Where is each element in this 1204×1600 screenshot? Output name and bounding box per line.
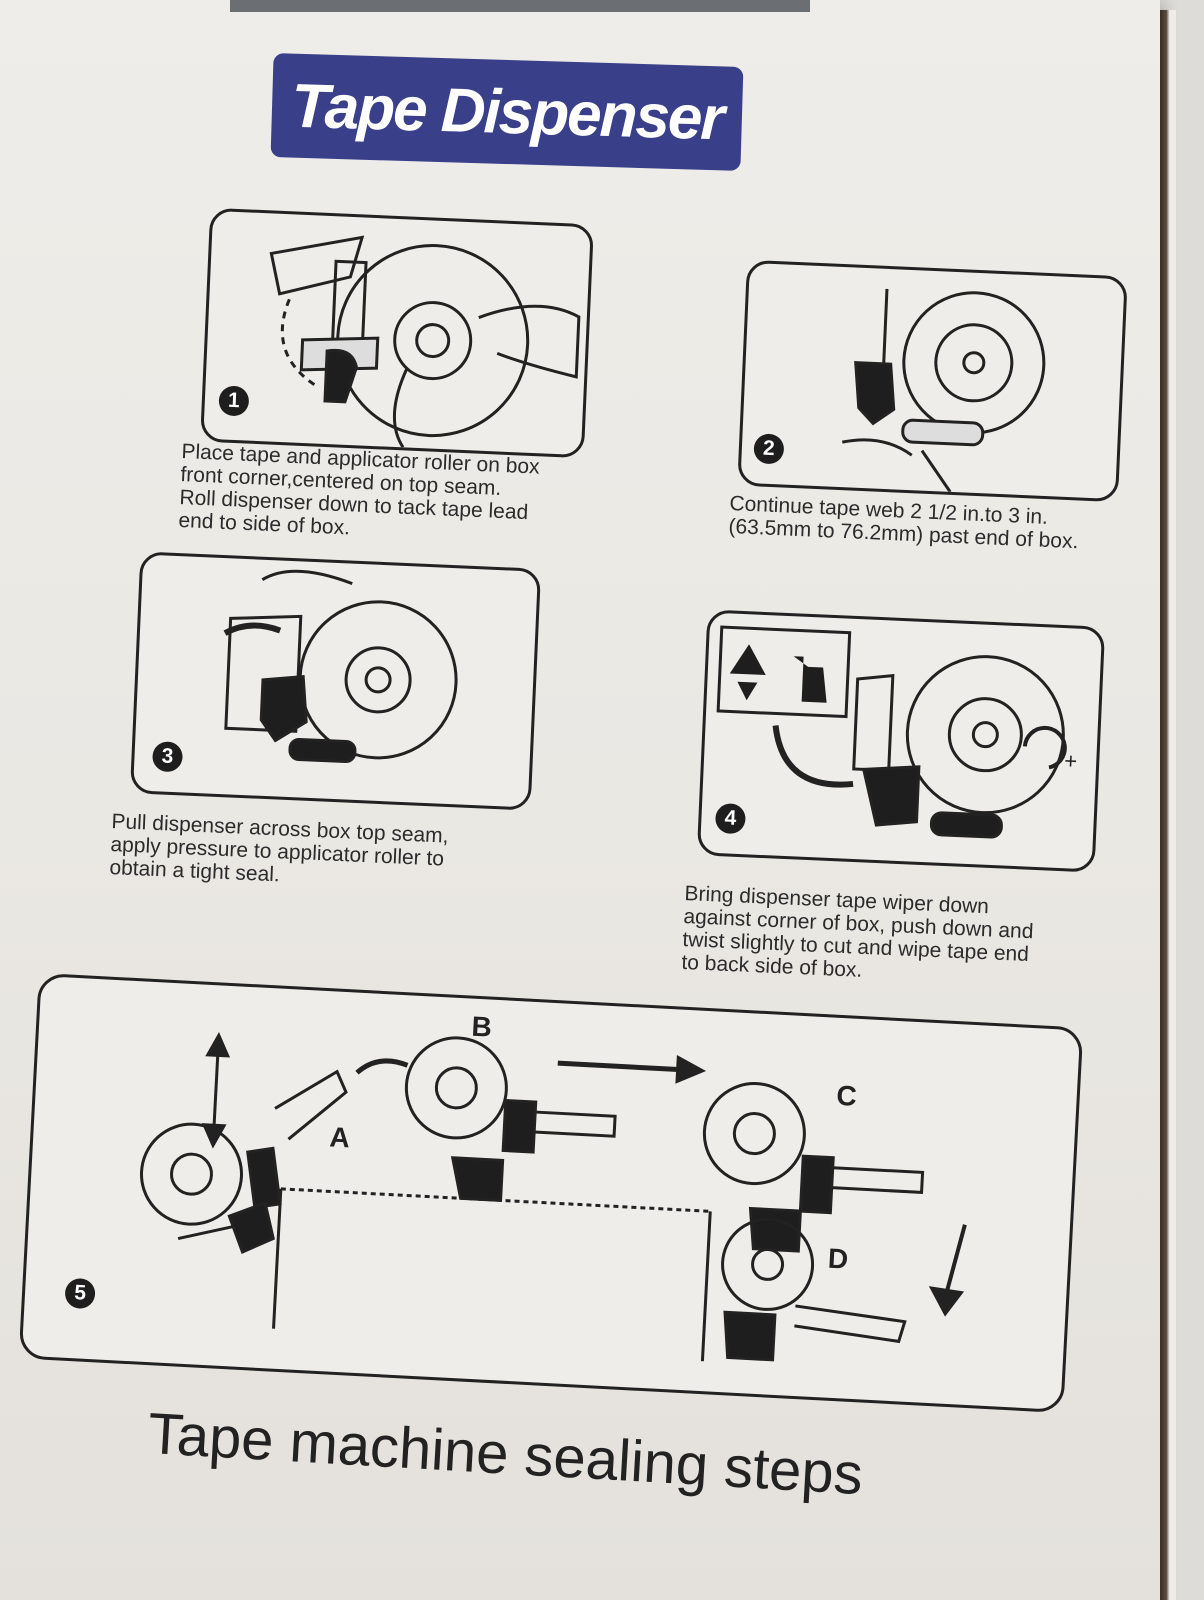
dispenser-drawing [841,288,1046,493]
position-a-label: A [328,1121,351,1154]
dispenser-drawing [223,569,458,764]
position-b-label: B [470,1010,493,1043]
step-1-illustration: 1 [200,207,594,459]
rotate-icon: + [1064,748,1078,774]
title-banner: Tape Dispenser [270,53,744,171]
position-c-label: C [835,1079,858,1112]
step-1-caption: Place tape and applicator roller on box … [177,440,541,540]
position-d-label: D [827,1242,849,1275]
step-4-illustration: + 4 [696,609,1106,873]
dispenser-drawing: + [716,625,1078,839]
hand-icon [793,656,827,703]
warning-sign [716,625,852,719]
box-side-edge [1160,10,1176,1600]
down-arrow-icon [737,681,758,701]
step-2-illustration: 2 [737,259,1128,503]
page-title: Tape Dispenser [290,71,724,153]
box-top-edge [230,0,810,12]
step-3-caption: Pull dispenser across box top seam, appl… [108,810,450,887]
dispenser-drawing [269,235,581,449]
step-3-illustration: 3 [129,551,542,811]
step-4-caption: Bring dispenser tape wiper down against … [680,882,1034,982]
step-5-illustration: A B C D 5 [18,972,1084,1414]
sealing-sequence-drawing [139,1032,967,1362]
warning-icon [729,644,766,676]
